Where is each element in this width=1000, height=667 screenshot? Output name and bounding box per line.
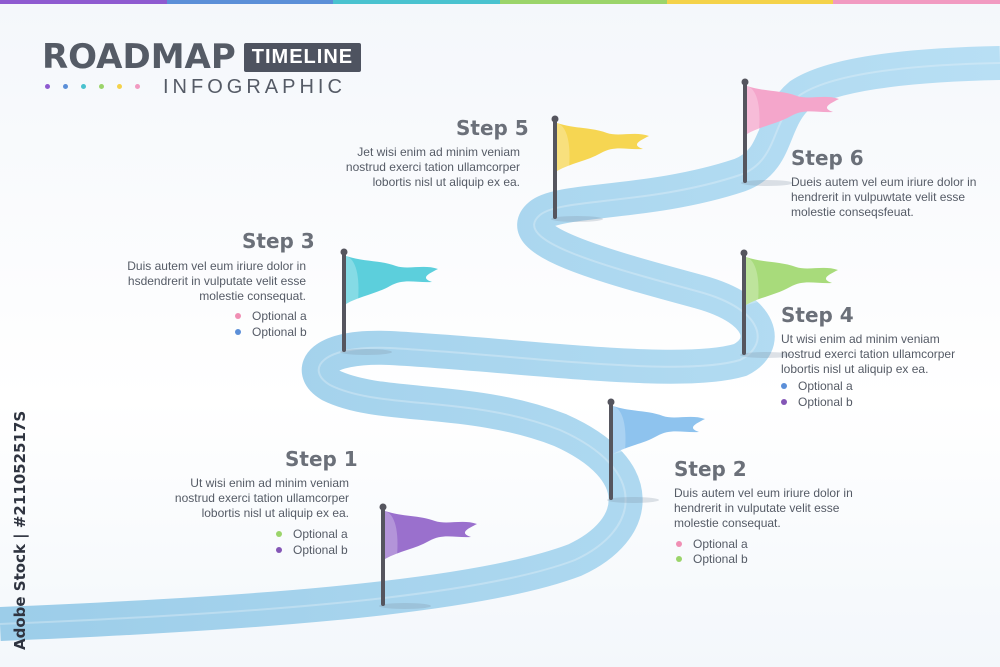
flag-step-6: [741, 78, 839, 186]
step-3-title: Step 3: [242, 229, 315, 253]
flag-cloth: [346, 256, 438, 304]
page-title: ROADMAP: [42, 37, 236, 77]
flag-pole: [742, 253, 746, 355]
step-2-option-b: Optional b: [676, 552, 748, 566]
flag-cloth: [747, 86, 839, 134]
flag-step-1: [379, 503, 477, 609]
flag-pole: [743, 82, 747, 183]
step-1-option-a: Optional a: [276, 527, 348, 541]
step-5-title: Step 5: [456, 116, 529, 140]
flag-step-5: [551, 115, 649, 222]
page-subtitle: INFOGRAPHIC: [163, 76, 346, 98]
step-1-title: Step 1: [285, 447, 358, 471]
color-dots: [45, 84, 140, 89]
step-3-option-a: Optional a: [235, 309, 307, 323]
timeline-badge: TIMELINE: [243, 42, 362, 72]
top-color-bar: [0, 0, 1000, 4]
flag-cloth: [746, 257, 838, 305]
flag-cloth: [613, 406, 705, 454]
flag-pole: [342, 252, 346, 352]
step-4-option-a: Optional a: [781, 379, 853, 393]
flag-pole: [609, 402, 613, 500]
step-1-option-b: Optional b: [276, 543, 348, 557]
flag-step-3: [340, 248, 438, 355]
flag-cloth: [385, 511, 477, 559]
step-2-title: Step 2: [674, 457, 747, 481]
step-6-title: Step 6: [791, 146, 864, 170]
step-3-option-b: Optional b: [235, 325, 307, 339]
stock-watermark: Adobe Stock | #211052517S: [11, 410, 29, 650]
flag-pole: [381, 507, 385, 606]
flag-step-4: [740, 249, 838, 358]
step-4-title: Step 4: [781, 303, 854, 327]
flag-pole: [553, 119, 557, 219]
flag-step-2: [607, 398, 705, 503]
step-2-option-a: Optional a: [676, 537, 748, 551]
header: ROADMAP TIMELINE: [42, 37, 362, 77]
flag-cloth: [557, 123, 649, 171]
step-4-option-b: Optional b: [781, 395, 853, 409]
